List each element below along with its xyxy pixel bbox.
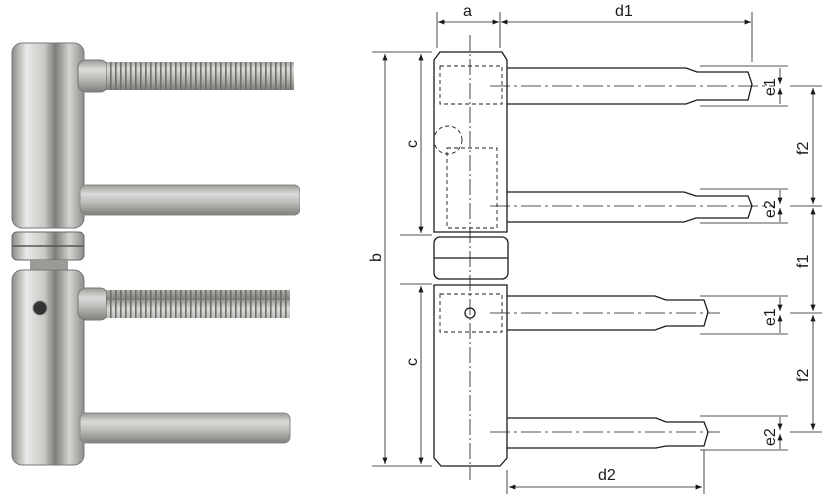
plain-pin-top [79, 184, 300, 216]
label-d1: d1 [615, 3, 633, 20]
label-f2-bottom: f2 [795, 369, 812, 382]
threaded-pin-bottom [106, 290, 290, 318]
label-c-top: c [404, 140, 421, 148]
label-e2-top: e2 [762, 200, 779, 218]
upper-barrel-outline [433, 51, 508, 233]
label-f1: f1 [795, 255, 812, 268]
technical-drawing: a d1 d2 b c c e1 e2 e1 e2 f2 f1 f2 [368, 3, 822, 494]
hinge-photo [11, 42, 300, 466]
label-d2: d2 [598, 467, 616, 484]
plain-pin-bottom [79, 412, 291, 444]
label-c-bottom: c [404, 358, 421, 366]
label-e1-top: e1 [762, 78, 779, 96]
pin-4 [507, 417, 709, 449]
pin-3 [507, 295, 709, 331]
pin-1 [507, 67, 753, 105]
lower-barrel-outline [433, 284, 508, 467]
set-screw-hole [32, 300, 48, 316]
label-a: a [463, 3, 472, 20]
label-e2-bottom: e2 [762, 428, 779, 446]
label-b: b [368, 253, 385, 262]
label-e1-bottom: e1 [762, 308, 779, 326]
lower-barrel [11, 269, 85, 466]
threaded-pin-top [106, 62, 294, 90]
pin-2 [507, 191, 753, 223]
label-f2-top: f2 [795, 142, 812, 155]
upper-barrel [11, 42, 85, 229]
